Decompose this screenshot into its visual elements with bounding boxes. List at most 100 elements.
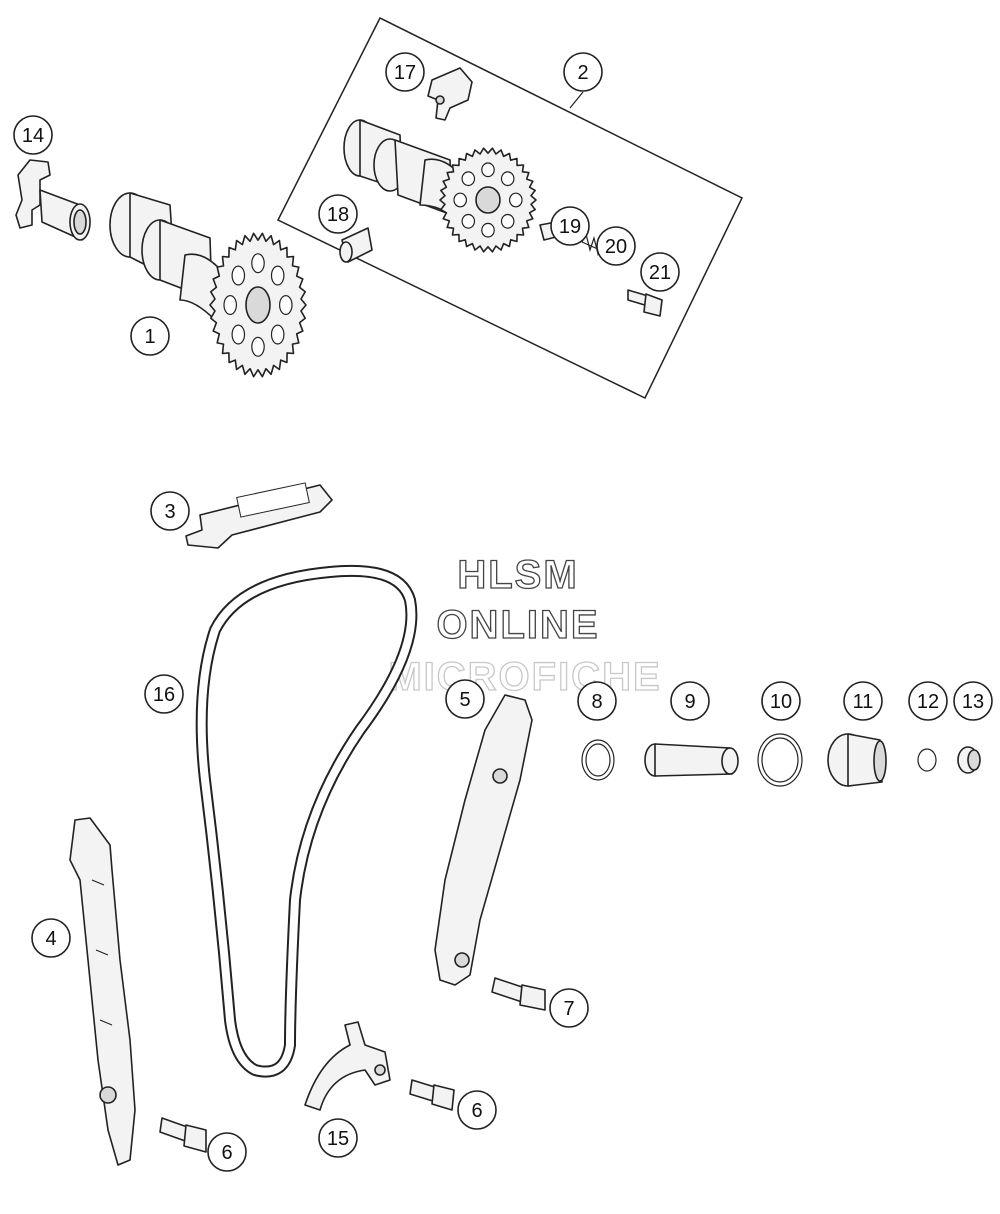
part-3-guide bbox=[185, 482, 333, 549]
watermark-line-3: MICROFICHE bbox=[388, 655, 661, 699]
leader-2 bbox=[569, 91, 584, 109]
callout-label: 16 bbox=[153, 684, 175, 706]
part-5-tensioner-rail bbox=[434, 694, 533, 986]
callout-label: 21 bbox=[649, 262, 671, 284]
callout-circle bbox=[670, 681, 710, 721]
callout-label: 17 bbox=[394, 62, 416, 84]
callout-label: 5 bbox=[459, 689, 470, 711]
gear-hole bbox=[500, 213, 515, 229]
callout-7: 7 bbox=[549, 988, 589, 1028]
part-2-camshaft bbox=[343, 119, 537, 253]
callout-16: 16 bbox=[144, 674, 184, 714]
callout-1: 1 bbox=[130, 316, 170, 356]
callout-circle bbox=[457, 1090, 497, 1130]
callout-label: 20 bbox=[605, 236, 627, 258]
part-10-ring-inner bbox=[761, 737, 799, 783]
callout-circle bbox=[31, 918, 71, 958]
callout-circle bbox=[550, 206, 590, 246]
gear-hole bbox=[461, 171, 476, 187]
callout-18: 18 bbox=[318, 194, 358, 234]
part-12-washer bbox=[917, 748, 937, 772]
gear-hole bbox=[508, 192, 523, 208]
callout-label: 15 bbox=[327, 1128, 349, 1150]
callout-circle bbox=[843, 681, 883, 721]
callout-circle bbox=[207, 1132, 247, 1172]
callout-circle bbox=[150, 491, 190, 531]
callout-label: 7 bbox=[563, 998, 574, 1020]
callout-label: 1 bbox=[144, 326, 155, 348]
part-14-sensor bbox=[15, 159, 91, 241]
callout-13: 13 bbox=[953, 681, 993, 721]
callout-12: 12 bbox=[908, 681, 948, 721]
callout-5: 5 bbox=[445, 679, 485, 719]
part-13-cap bbox=[957, 746, 981, 774]
callout-label: 12 bbox=[917, 691, 939, 713]
callout-10: 10 bbox=[761, 681, 801, 721]
gear-hub bbox=[245, 286, 271, 324]
part-4-guide-rail bbox=[69, 817, 136, 1166]
callout-circle bbox=[908, 681, 948, 721]
callout-label: 2 bbox=[577, 62, 588, 84]
gear-hole bbox=[461, 213, 476, 229]
callout-circle bbox=[953, 681, 993, 721]
watermark-line-2: ONLINE bbox=[436, 603, 599, 647]
gear-hole bbox=[231, 265, 246, 286]
gear-hole bbox=[231, 324, 246, 345]
callout-label: 6 bbox=[221, 1142, 232, 1164]
callout-label: 19 bbox=[559, 216, 581, 238]
callout-circle bbox=[761, 681, 801, 721]
gear-hole bbox=[270, 265, 285, 286]
callout-6b: 6 bbox=[457, 1090, 497, 1130]
callout-circle bbox=[445, 679, 485, 719]
part-17 bbox=[427, 67, 473, 121]
gear-hole bbox=[278, 295, 293, 316]
callout-label: 11 bbox=[853, 691, 874, 713]
part-6-bolt-b bbox=[409, 1079, 455, 1111]
callout-label: 13 bbox=[962, 691, 984, 713]
callout-circle bbox=[144, 674, 184, 714]
callout-circle bbox=[640, 252, 680, 292]
part-10-ring bbox=[757, 733, 803, 787]
part-15-guide bbox=[304, 1021, 391, 1111]
gear-hole bbox=[251, 253, 265, 274]
callout-circle bbox=[549, 988, 589, 1028]
callout-circle bbox=[385, 52, 425, 92]
callout-label: 9 bbox=[684, 691, 695, 713]
callout-15: 15 bbox=[318, 1118, 358, 1158]
callout-4: 4 bbox=[31, 918, 71, 958]
part-21-screw bbox=[627, 289, 663, 317]
callout-20: 20 bbox=[596, 226, 636, 266]
callout-circle bbox=[130, 316, 170, 356]
callout-circle bbox=[577, 681, 617, 721]
kit-frame bbox=[276, 16, 743, 400]
part-6-bolt-a bbox=[159, 1117, 207, 1153]
callout-label: 8 bbox=[591, 691, 602, 713]
gear-hole bbox=[481, 222, 495, 238]
callout-9: 9 bbox=[670, 681, 710, 721]
callout-label: 4 bbox=[45, 928, 56, 950]
part-8-oring bbox=[581, 739, 615, 781]
gear-hole bbox=[270, 324, 285, 345]
gear-hole bbox=[453, 192, 467, 208]
callout-17: 17 bbox=[385, 52, 425, 92]
watermark-line-1: HLSM bbox=[457, 553, 578, 597]
part-18-pin bbox=[339, 227, 373, 263]
part-1-camshaft bbox=[109, 192, 307, 378]
watermark: HLSM ONLINE MICROFICHE bbox=[388, 552, 661, 699]
callout-circle bbox=[563, 52, 603, 92]
part-16-chain bbox=[195, 564, 418, 1078]
callout-label: 10 bbox=[770, 691, 792, 713]
callout-circle bbox=[13, 115, 53, 155]
part-11-plug bbox=[827, 733, 887, 787]
callout-label: 18 bbox=[327, 204, 349, 226]
callout-11: 11 bbox=[843, 681, 883, 721]
callout-label: 6 bbox=[471, 1100, 482, 1122]
part-7-bolt bbox=[491, 977, 546, 1011]
gear-hole bbox=[481, 162, 495, 178]
callout-circle bbox=[318, 1118, 358, 1158]
callout-21: 21 bbox=[640, 252, 680, 292]
callout-circle bbox=[318, 194, 358, 234]
gear-hole bbox=[500, 171, 515, 187]
gear-hub bbox=[475, 186, 501, 214]
